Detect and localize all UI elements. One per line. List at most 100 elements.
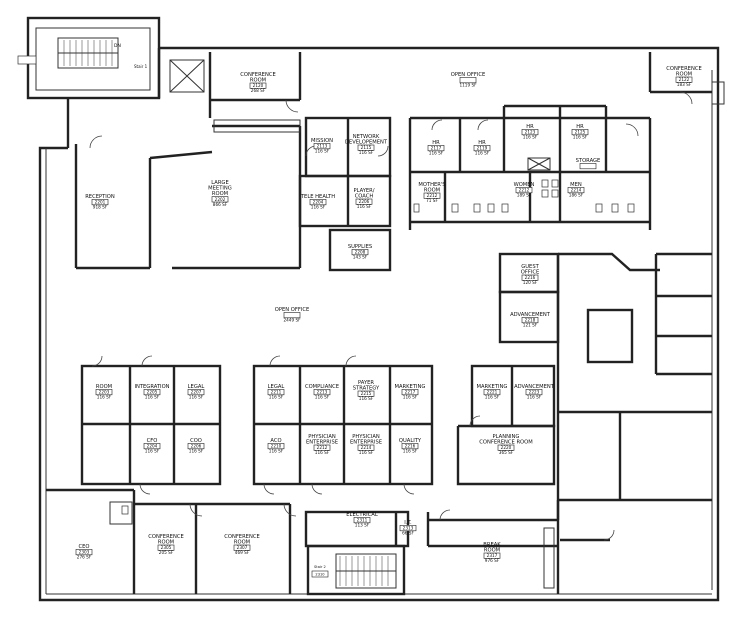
room-name: COACH <box>355 194 374 200</box>
room-area: 2449 SF <box>283 318 301 323</box>
room-number-box <box>95 389 113 396</box>
room-area: 116 SF <box>527 395 542 400</box>
room-name: I.T. <box>404 520 412 526</box>
exterior-walls <box>38 46 725 602</box>
door-swings <box>89 91 693 541</box>
room-name: CFO <box>147 438 158 444</box>
room-area: 113 SF <box>355 523 370 528</box>
room-number: 2307 <box>237 545 248 550</box>
stair-1-label: Stair 1 <box>134 64 148 69</box>
room-number-box <box>249 82 267 89</box>
dn-label: DN <box>114 43 121 49</box>
room-name: ROOM <box>96 384 112 390</box>
room-name: CONFERENCE <box>148 534 184 540</box>
room-area: 116 SF <box>359 450 374 455</box>
room-number-box <box>313 389 331 396</box>
room-number-box <box>187 443 205 450</box>
room-number-box <box>211 196 229 203</box>
room-name: HR <box>526 124 534 130</box>
room-number-box <box>459 77 477 84</box>
room-name: SUPPLIES <box>348 244 372 250</box>
room-area: 116 SF <box>523 135 538 140</box>
room-number: 2208 <box>355 250 366 255</box>
room-area: 116 SF <box>403 449 418 454</box>
room-name: WOMEN <box>514 182 535 188</box>
room-number-box <box>157 544 175 551</box>
room-name: BREAK <box>483 542 501 548</box>
room-area: 866 SF <box>213 202 228 207</box>
room-number: 2216 <box>525 275 536 280</box>
room-number-box <box>579 163 597 170</box>
room-name: LEGAL <box>188 384 205 390</box>
room-area: 116 SF <box>357 204 372 209</box>
room-area: 121 SF <box>523 323 538 328</box>
room-number: 2115 <box>361 145 372 150</box>
stair-2-number: 2310 <box>315 573 325 577</box>
room-number: 2313 <box>403 526 414 531</box>
room-number: 2204 <box>147 444 158 449</box>
room-name: INTEGRATION <box>134 384 169 390</box>
room-number: 2311 <box>357 518 368 523</box>
room-name: CONFERENCE <box>666 66 702 72</box>
room-number-box <box>357 144 375 151</box>
restroom-fixtures <box>413 179 635 213</box>
elevator <box>169 59 205 93</box>
room-number-box <box>497 444 515 451</box>
room-number: 2217 <box>405 390 416 395</box>
room-area: 268 SF <box>251 88 266 93</box>
top-zone-walls <box>74 52 712 272</box>
room-number: 2213 <box>317 390 328 395</box>
room-number: 2305 <box>161 545 172 550</box>
room-area: 116 SF <box>189 449 204 454</box>
room-name: CONFERENCE <box>224 534 260 540</box>
room-name: MEN <box>570 182 582 188</box>
room-number: 2201 <box>95 200 106 205</box>
room-name: ROOM <box>424 188 440 194</box>
room-number-box <box>675 76 693 83</box>
room-number-box <box>187 389 205 396</box>
room-number: 2212 <box>427 193 438 198</box>
stair-1-tower: DN Stair 1 <box>17 16 161 100</box>
room-name: LARGE <box>211 180 228 186</box>
office-pods <box>80 364 556 486</box>
room-area: 66 SF <box>402 531 414 536</box>
room-number-box <box>515 187 533 194</box>
room-number: 2216 <box>405 444 416 449</box>
room-number: 2204 <box>313 200 324 205</box>
room-name: OFFICE <box>521 270 539 276</box>
room-name: GUEST <box>521 264 539 270</box>
room-area: 120 SF <box>523 280 538 285</box>
room-number: 2205 <box>147 390 158 395</box>
room-area: 918 SF <box>93 205 108 210</box>
room-name: OPEN OFFICE <box>451 72 486 78</box>
room-name: ROOM <box>250 78 266 84</box>
room-number-box <box>143 443 161 450</box>
room-name: PLANNING <box>493 434 520 440</box>
room-area: 143 SF <box>353 255 368 260</box>
room-name: HR <box>478 140 486 146</box>
room-number: 2125 <box>575 130 586 135</box>
room-number-box <box>267 443 285 450</box>
room-name: MARKETING <box>477 384 508 390</box>
room-name: HR <box>432 140 440 146</box>
room-number-box <box>313 143 331 150</box>
